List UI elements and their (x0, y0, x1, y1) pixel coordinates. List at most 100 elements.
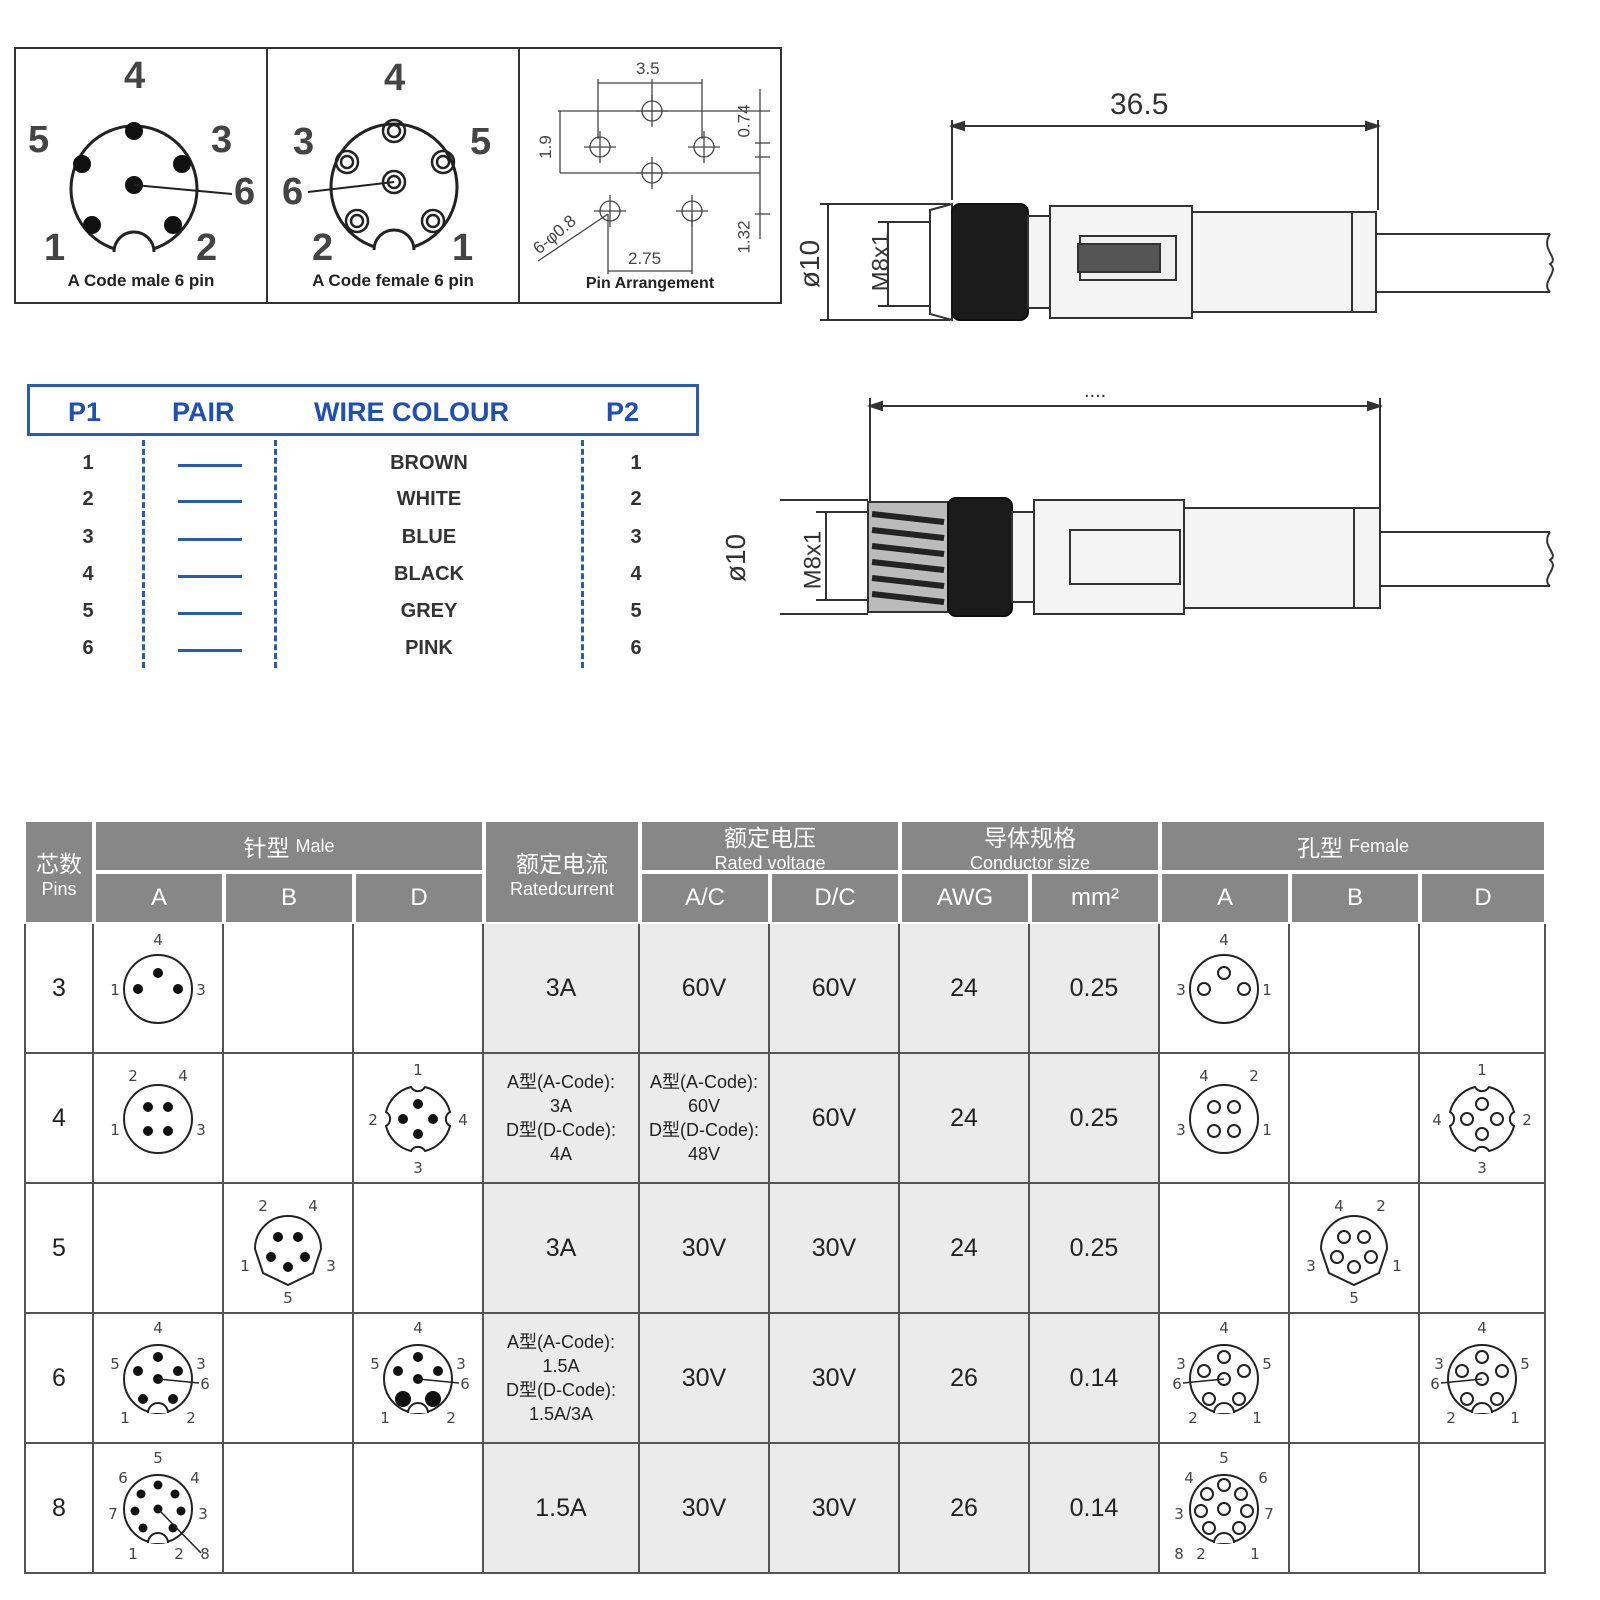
dc-voltage-cell-value: 60V (811, 1103, 857, 1132)
pair-line (178, 575, 242, 578)
svg-text:3: 3 (1174, 1505, 1184, 1523)
svg-text:3: 3 (1176, 1121, 1186, 1139)
svg-text:4: 4 (1477, 1319, 1487, 1337)
male-pin-label-5: 5 (28, 119, 50, 161)
header-p2: P2 (606, 397, 640, 427)
svg-text:4: 4 (1184, 1469, 1194, 1487)
header-sub-d-label: D (1474, 884, 1492, 911)
connector-icon-cell (1420, 1184, 1546, 1314)
header-sub-awg: AWG (900, 872, 1030, 924)
header-current-en: Ratedcurrent (509, 878, 615, 899)
wiring-table-header: P1 PAIR WIRE COLOUR P2 (27, 384, 699, 436)
current-cell-line: 4A (549, 1144, 573, 1164)
svg-text:3: 3 (1434, 1355, 1444, 1373)
pins-value: 8 (52, 1493, 66, 1522)
pair-line (178, 500, 242, 503)
female-6pin-diagram (307, 118, 459, 254)
svg-text:1: 1 (380, 1409, 390, 1427)
top-diameter-dimension: ø10 (794, 239, 826, 289)
connector-icon-cell (1420, 924, 1546, 1054)
pins-cell: 4 (24, 1054, 94, 1184)
dim-3-5: 3.5 (636, 59, 660, 78)
header-sub-a: A (94, 872, 224, 924)
mm2-cell: 0.14 (1030, 1444, 1160, 1574)
svg-text:3: 3 (198, 1505, 208, 1523)
header-male-cn: 针型 (243, 835, 290, 861)
wire-p1: 4 (82, 563, 94, 585)
current-cell: 1.5A (484, 1444, 640, 1574)
awg-cell: 24 (900, 1184, 1030, 1314)
svg-text:6: 6 (118, 1469, 128, 1487)
header-sub-ac: A/C (640, 872, 770, 924)
svg-text:7: 7 (1264, 1505, 1274, 1523)
svg-text:5: 5 (153, 1449, 163, 1467)
svg-text:6: 6 (1258, 1469, 1268, 1487)
current-cell-line: D型(D-Code): (505, 1120, 616, 1140)
connector-icon-cell (1290, 1314, 1420, 1444)
pins-cell: 5 (24, 1184, 94, 1314)
wire-colour: WHITE (396, 488, 462, 510)
connector-icon-cell (224, 1054, 354, 1184)
connector-icon-cell (354, 924, 484, 1054)
svg-text:2: 2 (1188, 1409, 1198, 1427)
svg-text:1: 1 (1252, 1409, 1262, 1427)
current-cell-line: 1.5A (535, 1493, 587, 1522)
bottom-length-dimension: .... (1084, 380, 1107, 402)
svg-text:4: 4 (1334, 1197, 1344, 1215)
svg-text:2: 2 (258, 1197, 268, 1215)
header-male-en: Male (295, 835, 335, 856)
svg-text:6: 6 (460, 1375, 470, 1393)
female-pin-label-3: 3 (293, 121, 315, 163)
wire-p1: 1 (82, 452, 94, 474)
svg-text:4: 4 (1219, 931, 1229, 949)
svg-text:2: 2 (1522, 1111, 1532, 1129)
wire-colour: PINK (405, 637, 453, 659)
header-current-cn: 额定电流 (516, 850, 608, 877)
svg-text:5: 5 (283, 1289, 293, 1307)
awg-cell-value: 24 (950, 1103, 978, 1132)
connector-icon-cell (1420, 1444, 1546, 1574)
svg-text:1: 1 (1392, 1257, 1402, 1275)
svg-text:3: 3 (1176, 1355, 1186, 1373)
wiring-divider-1 (142, 440, 145, 668)
awg-cell: 24 (900, 1054, 1030, 1184)
ac-voltage-cell-line: 60V (681, 973, 727, 1002)
svg-text:1: 1 (1250, 1545, 1260, 1563)
connector-icon-cell (354, 1444, 484, 1574)
bottom-diameter-dimension: ø10 (720, 533, 752, 583)
female-pin-label-1: 1 (452, 227, 474, 269)
pair-line (178, 538, 242, 541)
header-sub-mm2-label: mm² (1071, 884, 1119, 911)
wire-colour: BLUE (401, 526, 457, 548)
current-cell-line: A型(A-Code): (506, 1072, 616, 1092)
connector-icon-cell (1290, 924, 1420, 1054)
svg-text:3: 3 (413, 1159, 423, 1177)
male-pin-label-2: 2 (196, 227, 218, 269)
pins-cell: 6 (24, 1314, 94, 1444)
svg-text:2: 2 (128, 1067, 138, 1085)
svg-text:3: 3 (196, 1121, 206, 1139)
header-conductor-cn: 导体规格 (984, 824, 1076, 851)
svg-text:4: 4 (1219, 1319, 1229, 1337)
header-pins-en: Pins (41, 878, 77, 899)
header-sub-dc: D/C (770, 872, 900, 924)
current-cell-line: 3A (545, 1233, 577, 1262)
svg-text:2: 2 (446, 1409, 456, 1427)
svg-text:3: 3 (196, 981, 206, 999)
svg-text:3: 3 (1306, 1257, 1316, 1275)
svg-text:4: 4 (153, 931, 163, 949)
header-sub-ac-label: A/C (684, 884, 725, 911)
connector-icon-cell (224, 1314, 354, 1444)
